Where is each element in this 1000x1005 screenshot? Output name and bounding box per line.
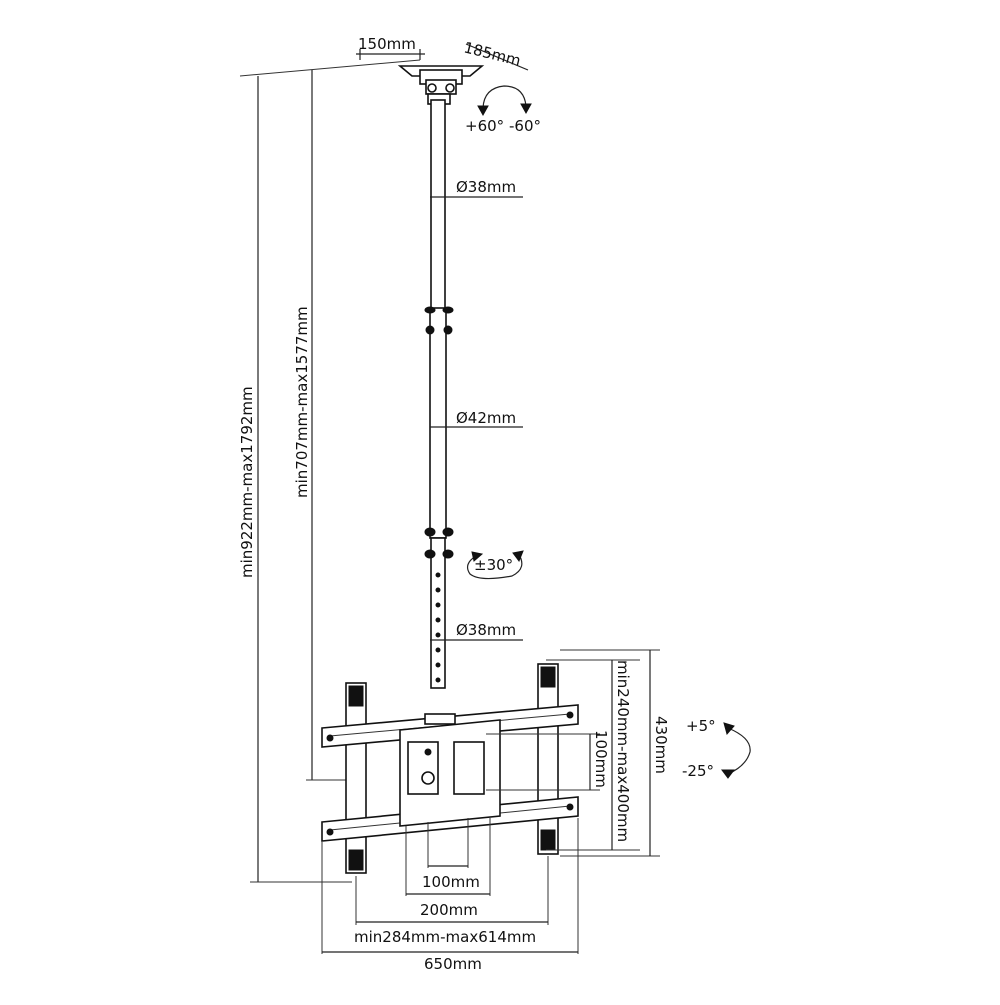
tube-top-diameter-label: Ø38mm <box>456 178 516 196</box>
pole-height-label: min707mm-max1577mm <box>293 306 311 498</box>
vesa-vertical-inner-label: 100mm <box>592 730 610 788</box>
tube-rotation-label: ±30° <box>474 556 513 574</box>
swivel-right-label: -60° <box>509 117 541 135</box>
vesa-vertical-dimensions <box>486 649 660 857</box>
height-dimensions <box>239 59 421 883</box>
ceiling-plate-dimensions <box>356 43 529 71</box>
vesa-vertical-range-label: min240mm-max400mm <box>614 660 632 842</box>
tube-rotation-arrow <box>466 550 524 580</box>
vesa-horizontal-mid-label: 200mm <box>420 901 478 919</box>
total-height-label: min922mm-max1792mm <box>238 386 256 578</box>
tv-bracket <box>321 663 579 874</box>
tilt-down-label: -25° <box>682 762 714 780</box>
horizontal-dimensions <box>321 818 579 954</box>
swivel-rotation-arrow <box>477 85 532 117</box>
ceiling-plate-width-label: 150mm <box>358 35 416 53</box>
tube-mid-diameter-label: Ø42mm <box>456 409 516 427</box>
vesa-horizontal-range-label: min284mm-max614mm <box>354 928 536 946</box>
tilt-up-label: +5° <box>686 717 716 735</box>
tilt-arrow <box>721 722 751 779</box>
ceiling-plate-depth-label: 185mm <box>462 38 522 69</box>
overall-width-label: 650mm <box>424 955 482 973</box>
swivel-left-label: +60° <box>465 117 504 135</box>
telescopic-pole <box>424 99 454 689</box>
arm-height-label: 430mm <box>652 716 670 774</box>
ceiling-plate <box>397 65 485 105</box>
tube-diameter-leaders <box>430 196 523 641</box>
vesa-horizontal-inner-label: 100mm <box>422 873 480 891</box>
tube-low-diameter-label: Ø38mm <box>456 621 516 639</box>
